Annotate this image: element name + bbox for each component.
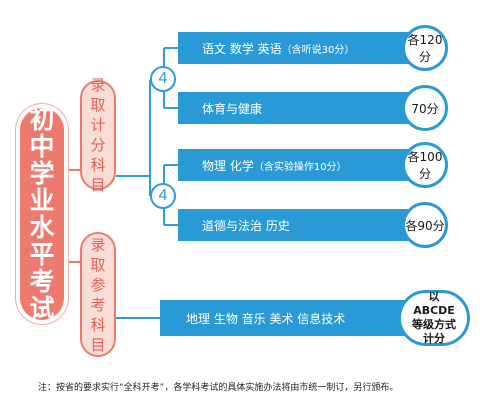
score-3: 各100分 xyxy=(407,150,443,181)
subject-bar-3: 物理 化学 （含实验操作10分） xyxy=(178,149,416,181)
score-2: 70分 xyxy=(411,101,439,116)
reference-bar: 地理 生物 音乐 美术 信息技术 xyxy=(160,300,412,336)
group-count-2: 4 xyxy=(158,187,168,204)
score-badge-2: 70分 xyxy=(402,85,448,131)
score-badge-4: 各90分 xyxy=(402,202,448,248)
subject-bar-1: 语文 数学 英语 （含听说30分） xyxy=(178,32,416,64)
subject-1-note: （含听说30分） xyxy=(281,44,355,56)
score-badge-1: 各120分 xyxy=(402,25,448,71)
subject-4-label: 道德与法治 历史 xyxy=(202,218,290,233)
category-reference-label: 录取参考科目 xyxy=(90,235,106,354)
subject-1-label: 语文 数学 英语 xyxy=(202,41,282,56)
score-badge-3: 各100分 xyxy=(402,142,448,188)
score-1: 各120分 xyxy=(407,33,443,64)
reference-score-badge: 以ABCDE等级方式计分 xyxy=(398,290,470,346)
subject-3-label: 物理 化学 xyxy=(202,158,254,173)
category-recorded-pill: 录取计分科目 xyxy=(80,76,116,194)
group-count-circle-2: 4 xyxy=(150,183,176,209)
category-recorded-label: 录取计分科目 xyxy=(90,76,106,194)
category-reference-pill: 录取参考科目 xyxy=(80,232,116,357)
subject-bar-4: 道德与法治 历史 xyxy=(178,209,416,241)
main-title-pill: 初中学业水平考试 xyxy=(16,104,68,324)
group-count-circle-1: 4 xyxy=(150,66,176,92)
footnote: 注：按省的要求实行“全科开考”，各学科考试的具体实施办法将由市统一制订，另行颁布… xyxy=(38,383,399,393)
score-4: 各90分 xyxy=(405,218,445,233)
subject-3-note: （含实验操作10分） xyxy=(253,161,347,173)
subject-bar-2: 体育与健康 xyxy=(178,92,416,124)
subject-2-label: 体育与健康 xyxy=(202,101,263,116)
reference-label: 地理 生物 音乐 美术 信息技术 xyxy=(186,311,346,326)
main-title: 初中学业水平考试 xyxy=(29,105,55,323)
reference-score: 以ABCDE等级方式计分 xyxy=(412,290,456,345)
group-count-1: 4 xyxy=(158,70,168,87)
